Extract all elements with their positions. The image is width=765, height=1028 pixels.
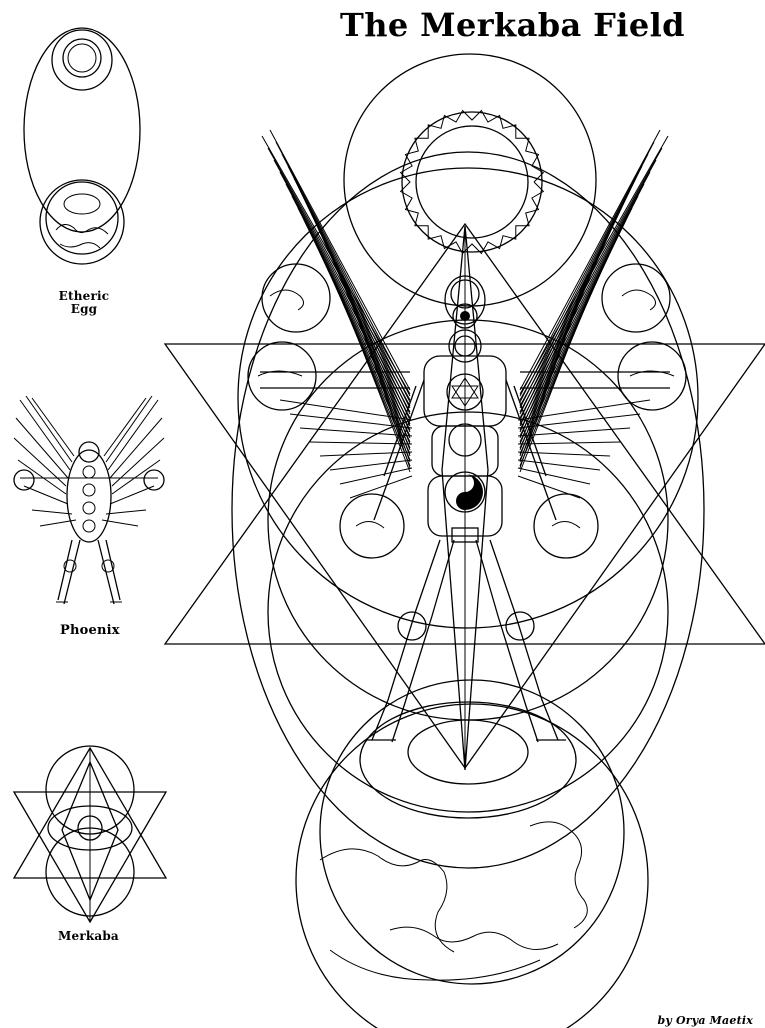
phoenix-chakra-1	[83, 466, 95, 478]
sun-zigzag-rays	[401, 111, 544, 254]
etheric-egg-earth-continent2	[60, 243, 100, 248]
phoenix-chakra-4	[83, 520, 95, 532]
hand-circle-upper-left	[262, 264, 330, 332]
hand-circle-right	[618, 342, 686, 410]
wing-right	[518, 130, 668, 498]
merkaba-field-main	[165, 54, 765, 1028]
wing-feather	[280, 172, 410, 412]
etheric-egg-sun-ring	[63, 39, 101, 77]
etheric-egg-figure	[24, 28, 140, 264]
wing-feather	[340, 468, 412, 484]
phoenix-chakra-2	[83, 484, 95, 496]
etheric-egg-earth-pole	[64, 194, 100, 214]
wing-feather	[274, 160, 410, 406]
knee-right	[506, 612, 534, 640]
wing-feather	[276, 142, 410, 396]
middle-field-circle	[268, 320, 668, 720]
body-leg-right	[476, 540, 558, 742]
hand-circle-upper-right	[602, 264, 670, 332]
wing-feather	[270, 130, 410, 390]
wing-feather	[518, 460, 600, 470]
wing-feather	[286, 184, 410, 418]
wing-feather	[518, 442, 620, 444]
phoenix-chakra-3	[83, 502, 95, 514]
yin-yang-symbol	[456, 474, 483, 510]
etheric-egg-earth-outer	[40, 180, 124, 264]
knee-left	[398, 612, 426, 640]
sun-rays-circle	[402, 112, 542, 252]
etheric-egg-earth-inner	[46, 182, 118, 254]
earth-continent-3	[390, 927, 558, 949]
phoenix-wing-left	[14, 396, 76, 526]
hand-circle-lower-left	[340, 494, 404, 558]
etheric-egg-sun-core	[68, 44, 96, 72]
etheric-egg-earth-continent	[56, 224, 108, 234]
wing-left	[262, 130, 412, 498]
phoenix-wing-right	[102, 396, 164, 526]
sun-disk	[401, 111, 544, 254]
wing-feather	[518, 468, 590, 484]
wing-feather	[330, 460, 412, 470]
etheric-egg-outline	[24, 28, 140, 232]
phoenix-figure	[14, 396, 164, 604]
wing-feather	[520, 184, 644, 418]
earth-outer	[296, 704, 648, 1028]
earth-globe	[296, 680, 648, 1028]
merkaba-mini-figure	[14, 746, 166, 922]
sun-core-circle	[416, 126, 528, 238]
earth-continent-4	[330, 950, 540, 980]
phoenix-hand-right	[144, 470, 164, 490]
sun-halo-circle	[344, 54, 596, 306]
hand-circle-lower-right	[534, 494, 598, 558]
earth-continent-2	[530, 822, 587, 928]
phoenix-hand-left	[14, 470, 34, 490]
